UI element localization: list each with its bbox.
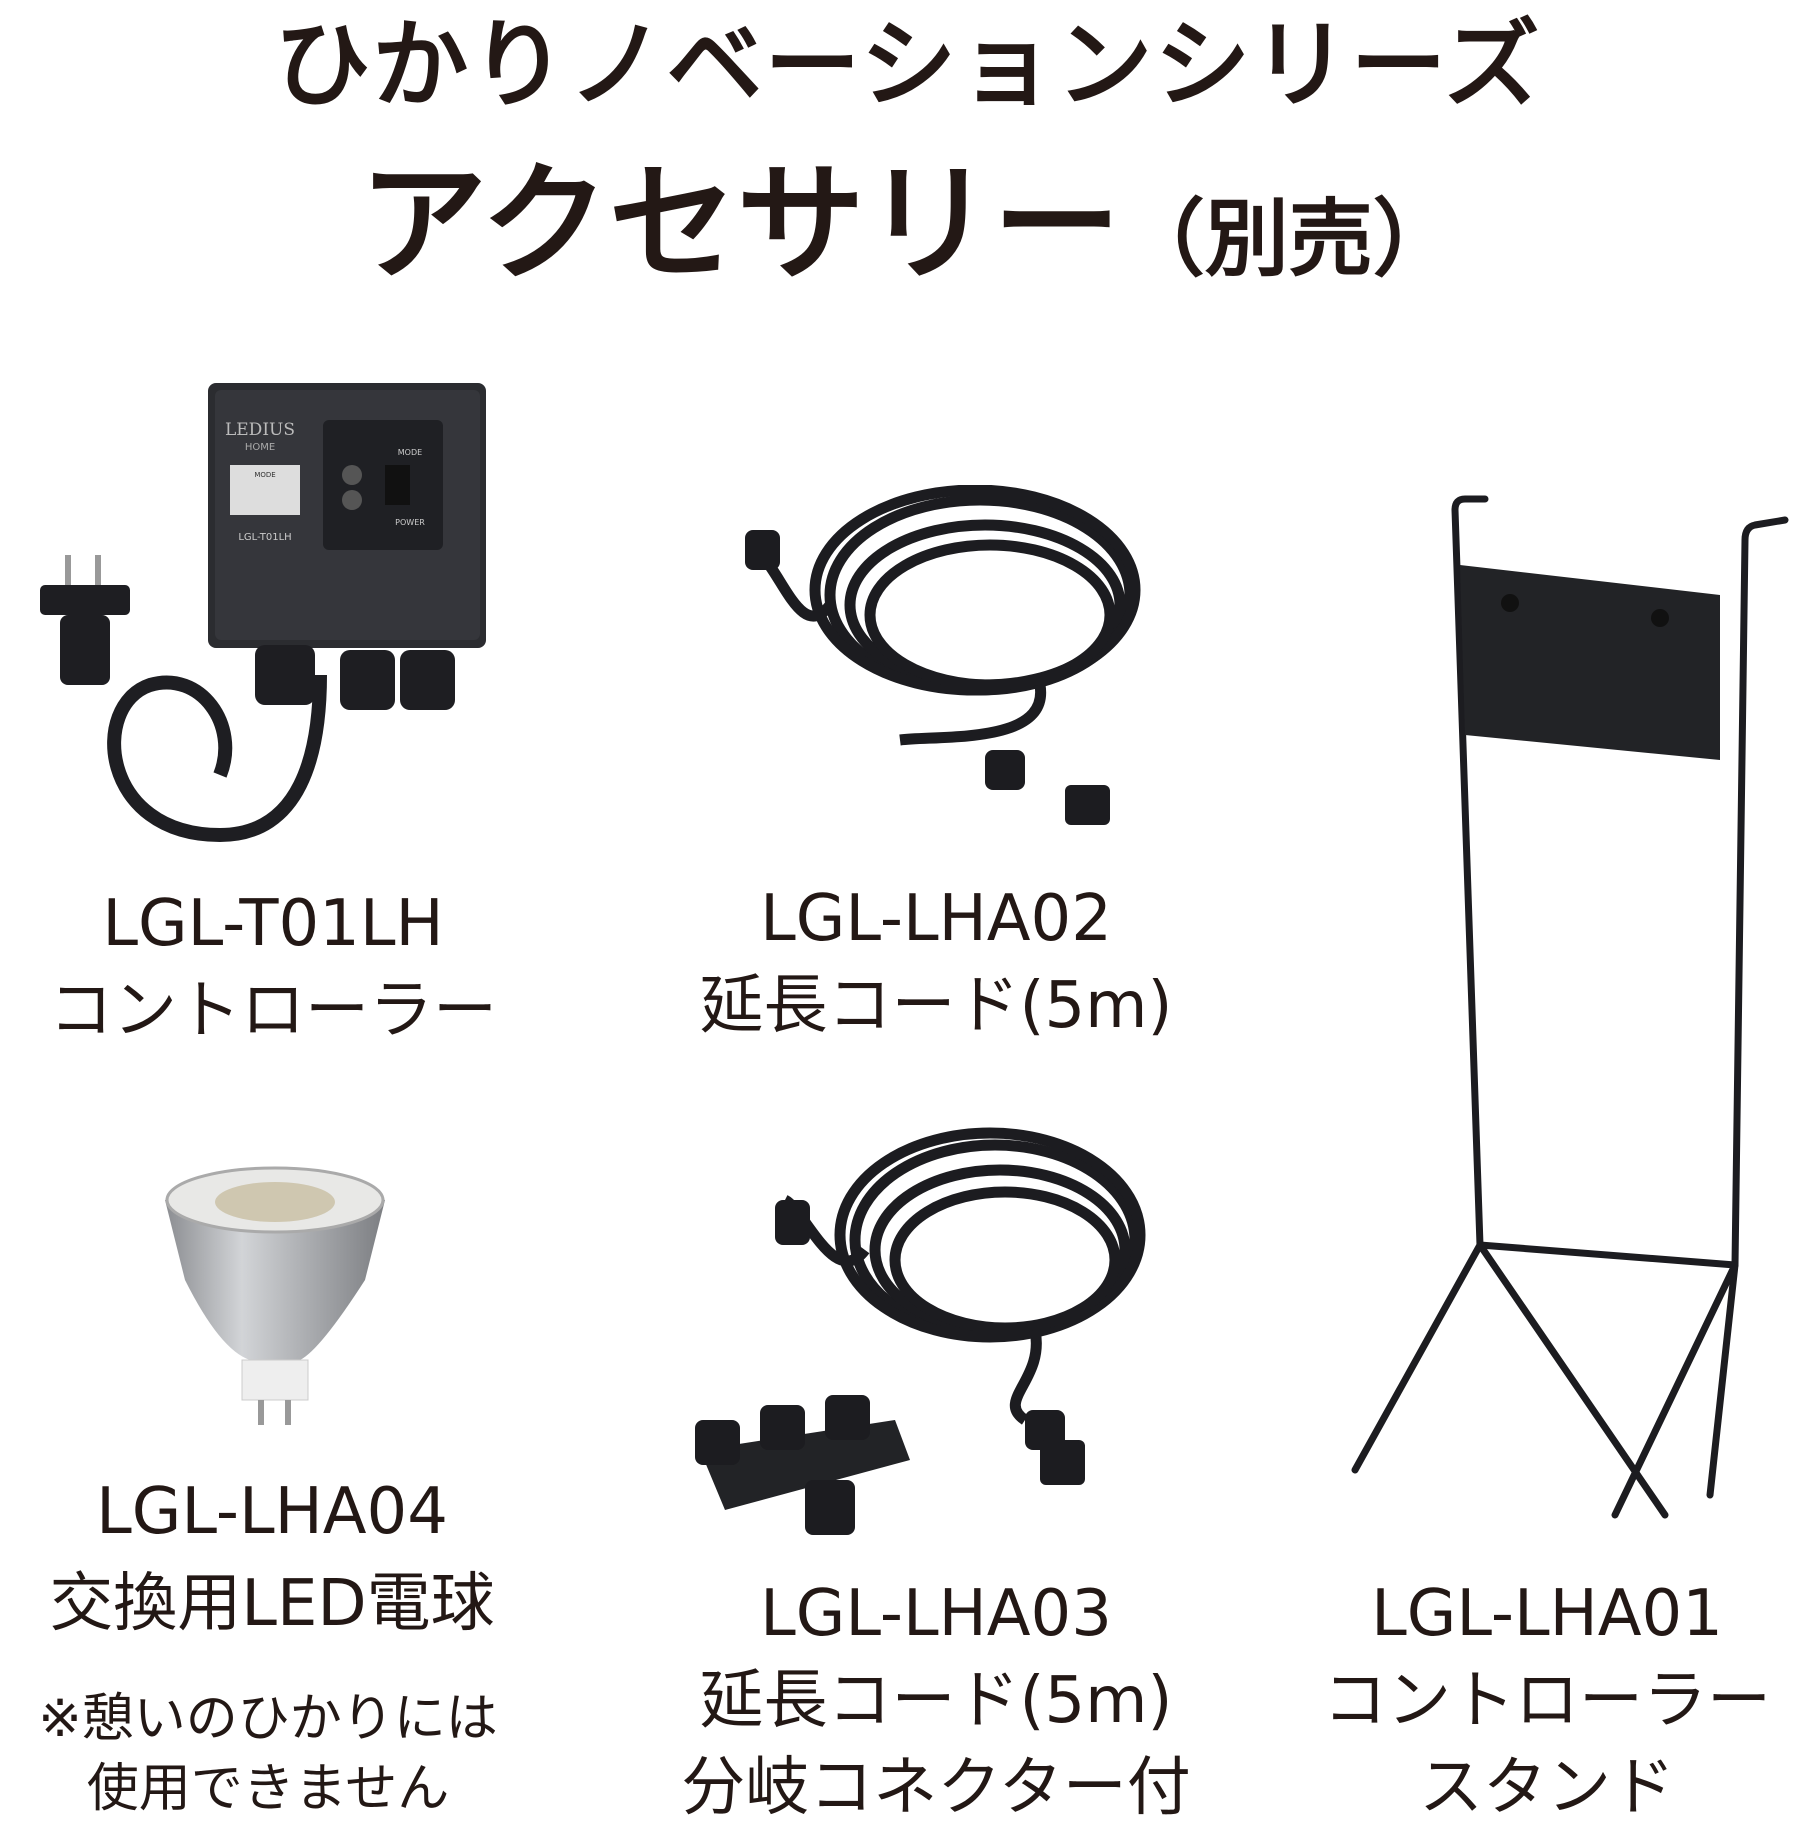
controller-image: LEDIUS HOME MODE LGL-T01LH MODE POWER [40, 383, 486, 843]
product-note: 使用できません [86, 1759, 450, 1819]
svg-text:POWER: POWER [395, 518, 425, 527]
title-suffix: （別売） [1120, 190, 1457, 288]
product-model: LGL-LHA04 [96, 1475, 448, 1549]
product-name: 延長コード(5m) [699, 1664, 1173, 1738]
product-name-line2: 分岐コネクター付 [681, 1751, 1191, 1825]
svg-text:MODE: MODE [254, 471, 275, 479]
product-name: 延長コード(5m) [699, 969, 1173, 1043]
svg-text:LGL-T01LH: LGL-T01LH [238, 532, 291, 543]
svg-text:LEDIUS: LEDIUS [225, 420, 295, 440]
product-model: LGL-T01LH [102, 887, 444, 961]
product-model: LGL-LHA03 [760, 1577, 1112, 1651]
product-model: LGL-LHA01 [1371, 1577, 1723, 1651]
controller-stand-image [1351, 495, 1789, 1519]
extension-cord-branch-image [695, 1127, 1146, 1535]
product-name: 交換用LED電球 [49, 1567, 495, 1641]
product-name-line2: スタンド [1419, 1751, 1675, 1825]
led-bulb-image [165, 1166, 385, 1425]
product-name: コントローラー [49, 974, 497, 1048]
product-note: ※憩いのひかりには [38, 1689, 498, 1749]
page-title: アクセサリー（別売） [0, 155, 1816, 309]
product-model: LGL-LHA02 [760, 882, 1112, 956]
svg-text:HOME: HOME [245, 442, 275, 453]
title-main: アクセサリー [359, 150, 1121, 299]
svg-text:MODE: MODE [398, 448, 422, 457]
product-name: コントローラー [1323, 1664, 1771, 1738]
extension-cord-image [745, 485, 1141, 825]
series-title: ひかりノベーションシリーズ [274, 9, 1542, 121]
